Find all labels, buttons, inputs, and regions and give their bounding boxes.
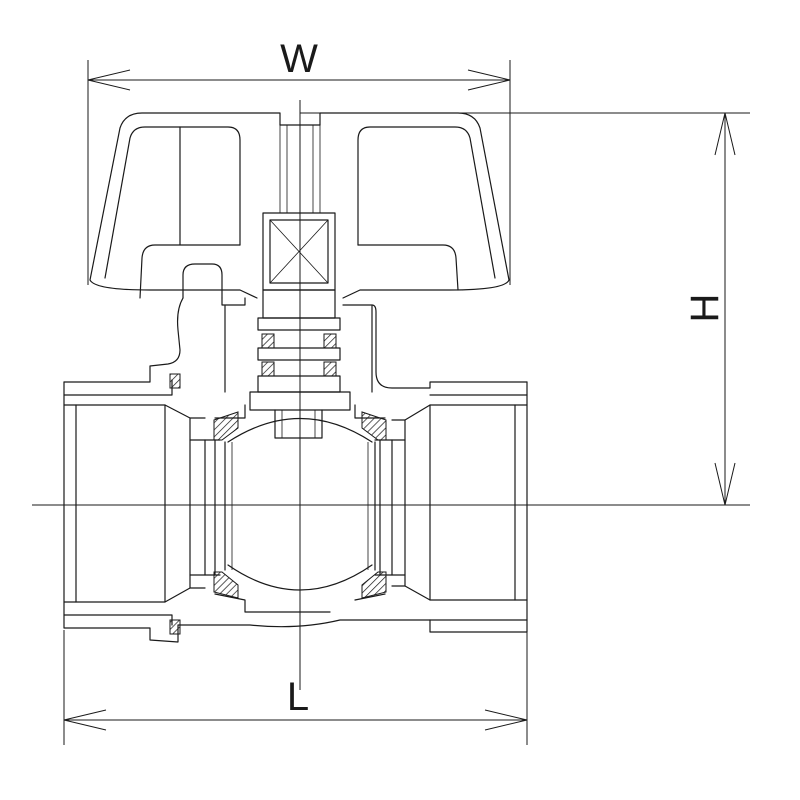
l-arrow-right bbox=[484, 709, 528, 731]
bonnet bbox=[63, 297, 528, 439]
h-label: H bbox=[683, 294, 727, 323]
h-arrow-top bbox=[714, 112, 736, 156]
dimension-l: L bbox=[63, 630, 528, 745]
butterfly-handle bbox=[89, 112, 510, 299]
w-label: W bbox=[280, 37, 318, 81]
w-arrow-left bbox=[87, 69, 131, 91]
w-arrow-right bbox=[467, 69, 511, 91]
dimension-w: W bbox=[87, 37, 511, 285]
dimension-h: H bbox=[300, 112, 750, 506]
stop-lug bbox=[182, 263, 223, 299]
stem-nut bbox=[262, 212, 336, 319]
stop-lug-base bbox=[221, 297, 246, 306]
valve-body bbox=[63, 373, 528, 643]
ball bbox=[213, 404, 387, 613]
h-arrow-bottom bbox=[714, 462, 736, 506]
l-arrow-left bbox=[63, 709, 107, 731]
l-label: L bbox=[287, 675, 309, 719]
